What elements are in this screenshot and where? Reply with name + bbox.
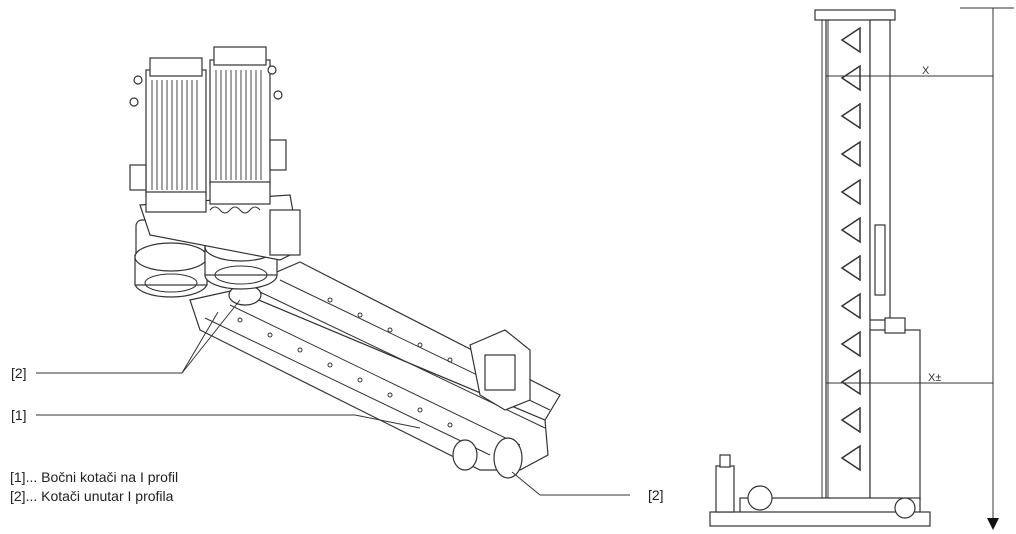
callout-2-right: [2]	[648, 487, 664, 503]
motor-right	[209, 46, 287, 214]
mast-elevation-drawing	[709, 9, 931, 527]
frame-bolt-holes	[237, 297, 483, 428]
dimension-x-pm-label: X±	[928, 372, 941, 384]
dimension-x-label: X	[922, 65, 930, 77]
legend-item-2: [2]... Kotači unutar I profila	[10, 488, 174, 504]
mast-cutout	[840, 444, 861, 472]
mast-cutout	[840, 26, 861, 54]
dimension-lines	[826, 7, 1014, 530]
wheel-assembly-drawing	[36, 46, 630, 496]
mast-cutout	[840, 140, 861, 168]
mast-cutout	[840, 254, 861, 282]
motor-left	[129, 57, 207, 213]
mast-cutout	[840, 368, 861, 396]
mast-cutouts	[840, 26, 861, 472]
callout-1: [1]	[11, 407, 27, 423]
mast-cutout	[840, 216, 861, 244]
mast-cutout	[840, 406, 861, 434]
mast-cutout	[840, 102, 861, 130]
callout-2-left: [2]	[11, 365, 27, 381]
mast-cutout	[840, 330, 861, 358]
mast-cutout	[840, 64, 861, 92]
legend-item-1: [1]... Bočni kotači na I profil	[10, 469, 179, 485]
dimension-arrow-down-icon	[987, 518, 999, 530]
mast-cutout	[840, 292, 861, 320]
legend: [1]... Bočni kotači na I profil [2]... K…	[10, 468, 178, 506]
mast-cutout	[840, 178, 861, 206]
